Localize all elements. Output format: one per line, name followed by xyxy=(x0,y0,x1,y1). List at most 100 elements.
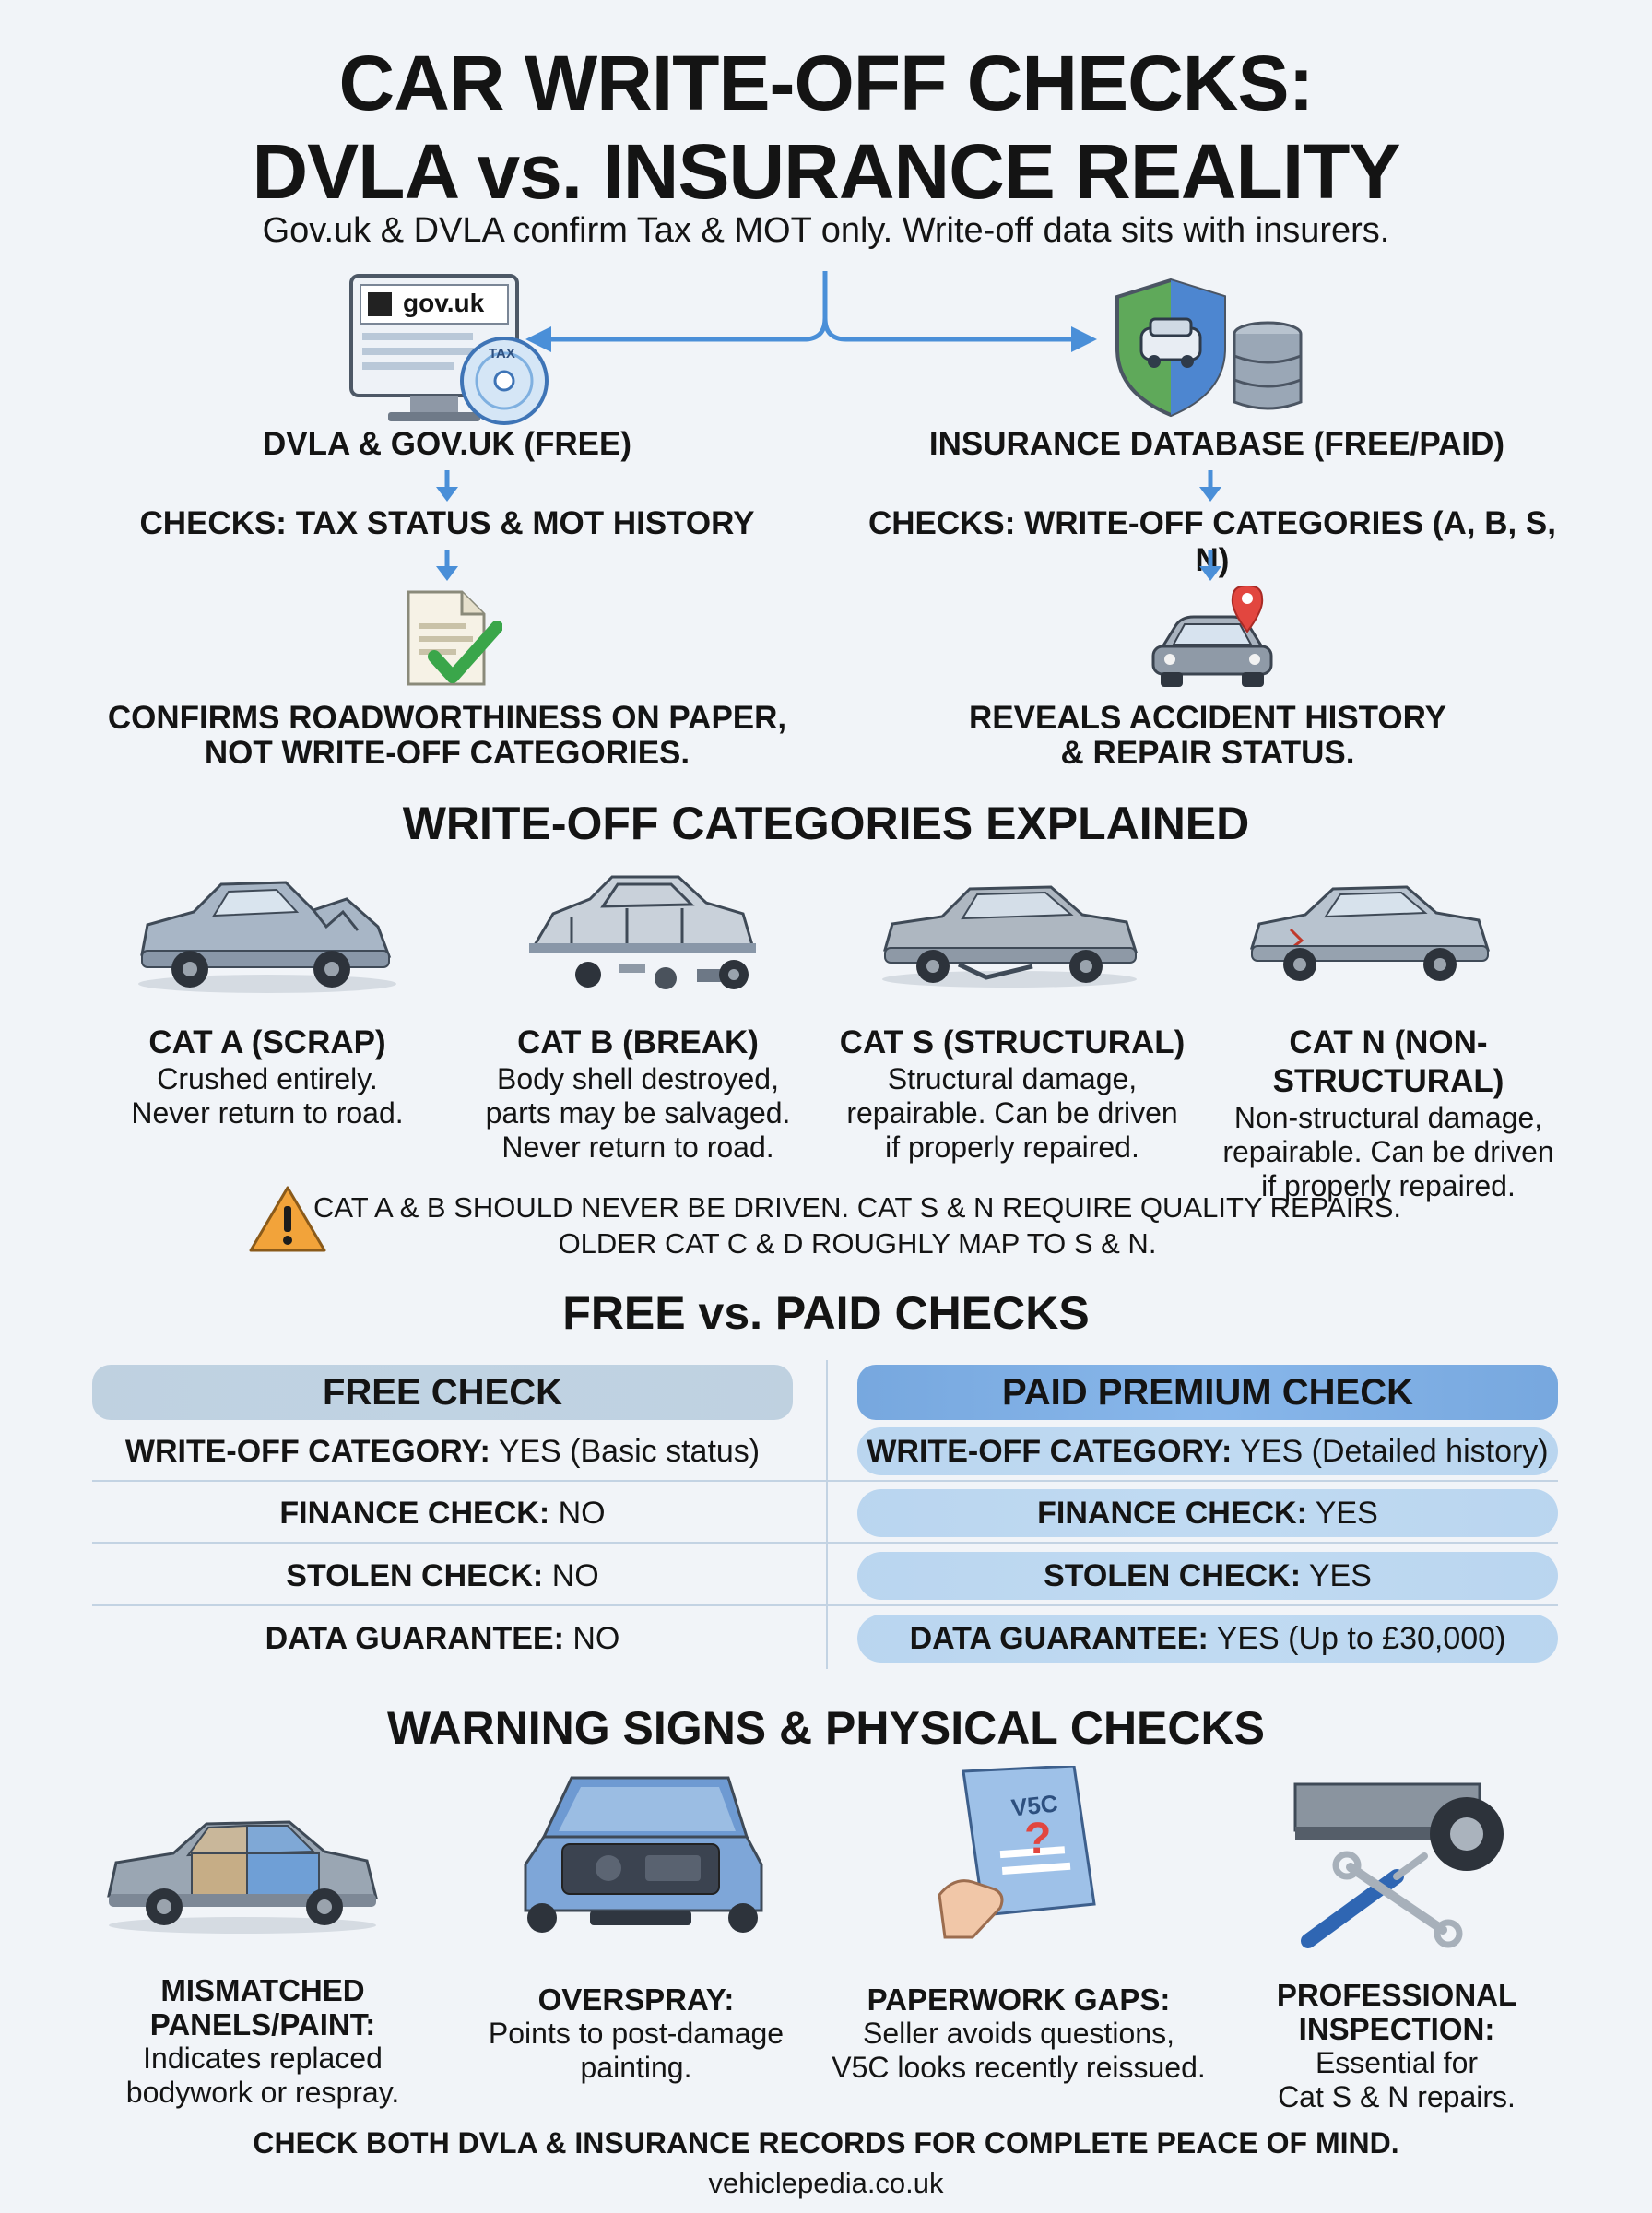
sign-title-line: PANELS/PAINT: xyxy=(149,2007,376,2041)
insurance-result-line-1: REVEALS ACCIDENT HISTORY xyxy=(969,700,1446,736)
question-mark-icon: ? xyxy=(1024,1815,1052,1864)
row-label: DATA GUARANTEE: xyxy=(909,1621,1209,1656)
category-desc-line: if properly repaired. xyxy=(885,1130,1139,1164)
insurance-result: REVEALS ACCIDENT HISTORY & REPAIR STATUS… xyxy=(885,701,1530,771)
row-label: WRITE-OFF CATEGORY: xyxy=(124,1434,490,1469)
row-label: FINANCE CHECK: xyxy=(279,1496,550,1531)
warning-line-2: OLDER CAT C & D ROUGHLY MAP TO S & N. xyxy=(558,1227,1157,1260)
down-arrow-icon xyxy=(436,550,458,581)
category-title: CAT A (SCRAP) xyxy=(148,1024,386,1060)
title-line-1: CAR WRITE-OFF CHECKS: xyxy=(338,40,1315,126)
warning-triangle-icon xyxy=(249,1186,326,1252)
row-label: STOLEN CHECK: xyxy=(1044,1558,1302,1593)
govuk-badge: gov.uk xyxy=(403,289,485,317)
down-arrow-icon xyxy=(1199,550,1221,581)
row-divider xyxy=(92,1480,1558,1482)
category-desc-line: parts may be salvaged. xyxy=(485,1096,791,1130)
structural-damage-car-illustration xyxy=(882,885,1139,988)
categories-warning: CAT A & B SHOULD NEVER BE DRIVEN. CAT S … xyxy=(304,1189,1410,1261)
warning-sign-mismatched: MISMATCHED PANELS/PAINT: Indicates repla… xyxy=(88,1973,438,2110)
paid-row-write-off: WRITE-OFF CATEGORY: YES (Detailed histor… xyxy=(857,1427,1558,1475)
dvla-result-line-2: NOT WRITE-OFF CATEGORIES. xyxy=(204,735,690,771)
footer-message: CHECK BOTH DVLA & INSURANCE RECORDS FOR … xyxy=(253,2126,1399,2160)
sign-desc-line: painting. xyxy=(580,2051,692,2084)
free-row-stolen: STOLEN CHECK: NO xyxy=(92,1552,793,1600)
category-title: CAT B (BREAK) xyxy=(517,1024,759,1060)
page-title: CAR WRITE-OFF CHECKS: DVLA vs. INSURANCE… xyxy=(0,39,1652,216)
sign-desc-line: bodywork or respray. xyxy=(125,2076,400,2109)
paid-check-header: PAID PREMIUM CHECK xyxy=(857,1365,1558,1420)
category-card-b: CAT B (BREAK) Body shell destroyed, part… xyxy=(454,1024,822,1165)
dvla-result: CONFIRMS ROADWORTHINESS ON PAPER, NOT WR… xyxy=(74,701,820,771)
warning-sign-paperwork: PAPERWORK GAPS: Seller avoids questions,… xyxy=(811,1982,1226,2085)
insurance-column-heading: INSURANCE DATABASE (FREE/PAID) xyxy=(928,426,1505,462)
dvla-result-line-1: CONFIRMS ROADWORTHINESS ON PAPER, xyxy=(107,700,787,736)
category-card-n: CAT N (NON-STRUCTURAL) Non-structural da… xyxy=(1186,1024,1591,1203)
sign-title-line: PAPERWORK GAPS: xyxy=(867,1982,1171,2017)
category-title: CAT N (NON-STRUCTURAL) xyxy=(1272,1024,1504,1099)
row-value: YES xyxy=(1308,1558,1372,1593)
sign-desc-line: V5C looks recently reissued. xyxy=(832,2051,1206,2084)
sign-desc-line: Indicates replaced xyxy=(143,2041,383,2075)
row-value: YES (Detailed history) xyxy=(1240,1434,1549,1469)
insurance-checks-step: CHECKS: WRITE-OFF CATEGORIES (A, B, S, N… xyxy=(867,505,1556,578)
govuk-computer-icon: gov.uk TAX xyxy=(346,272,558,429)
damaged-car-location-icon xyxy=(1151,586,1273,687)
document-checkmark-icon xyxy=(407,590,502,686)
sign-title-line: INSPECTION: xyxy=(1298,2012,1495,2046)
sign-desc-line: Points to post-damage xyxy=(488,2017,785,2050)
row-divider xyxy=(92,1604,1558,1606)
column-divider xyxy=(826,1360,828,1669)
insurance-result-line-2: & REPAIR STATUS. xyxy=(1060,735,1355,771)
row-label: FINANCE CHECK: xyxy=(1037,1496,1307,1531)
category-desc-line: repairable. Can be driven xyxy=(846,1096,1178,1130)
category-card-a: CAT A (SCRAP) Crushed entirely. Never re… xyxy=(83,1024,452,1130)
warning-line-1: CAT A & B SHOULD NEVER BE DRIVEN. CAT S … xyxy=(313,1191,1402,1224)
warning-signs-title: WARNING SIGNS & PHYSICAL CHECKS xyxy=(387,1702,1265,1754)
stripped-car-shell-illustration xyxy=(529,875,756,989)
row-label: WRITE-OFF CATEGORY: xyxy=(867,1434,1233,1469)
paid-row-guarantee: DATA GUARANTEE: YES (Up to £30,000) xyxy=(857,1615,1558,1663)
category-desc-line: repairable. Can be driven xyxy=(1222,1135,1554,1168)
row-value: NO xyxy=(572,1621,620,1656)
page-subtitle: Gov.uk & DVLA confirm Tax & MOT only. Wr… xyxy=(262,211,1390,250)
non-structural-damage-car-illustration xyxy=(1249,885,1491,981)
insurance-shield-database-icon xyxy=(1115,278,1303,418)
v5c-document-hand-illustration: V5C ? xyxy=(936,1766,1102,1941)
sign-desc-line: Cat S & N repairs. xyxy=(1278,2080,1516,2113)
dvla-column-heading: DVLA & GOV.UK (FREE) xyxy=(263,426,631,462)
paid-row-stolen: STOLEN CHECK: YES xyxy=(857,1552,1558,1600)
mismatched-paint-car-illustration xyxy=(107,1820,378,1934)
footer-url: vehiclepedia.co.uk xyxy=(708,2167,944,2199)
comparison-title: FREE vs. PAID CHECKS xyxy=(562,1287,1090,1339)
row-divider xyxy=(92,1542,1558,1544)
dvla-checks-step: CHECKS: TAX STATUS & MOT HISTORY xyxy=(139,505,755,541)
free-check-header: FREE CHECK xyxy=(92,1365,793,1420)
tax-disc-label: TAX xyxy=(489,346,515,361)
free-row-finance: FINANCE CHECK: NO xyxy=(92,1489,793,1537)
row-value: YES xyxy=(1315,1496,1378,1531)
category-card-s: CAT S (STRUCTURAL) Structural damage, re… xyxy=(828,1024,1197,1165)
sign-desc-line: Essential for xyxy=(1315,2046,1479,2079)
category-desc-line: Crushed entirely. xyxy=(157,1062,378,1095)
down-arrow-icon xyxy=(436,470,458,502)
free-row-guarantee: DATA GUARANTEE: NO xyxy=(92,1615,793,1663)
row-label: DATA GUARANTEE: xyxy=(265,1621,564,1656)
row-value: YES (Up to £30,000) xyxy=(1216,1621,1506,1656)
title-line-2: DVLA vs. INSURANCE REALITY xyxy=(252,128,1400,215)
paid-row-finance: FINANCE CHECK: YES xyxy=(857,1489,1558,1537)
category-desc-line: if properly repaired. xyxy=(1261,1169,1516,1202)
open-bonnet-engine-illustration xyxy=(524,1776,763,1933)
row-value: YES (Basic status) xyxy=(498,1434,761,1469)
sign-title-line: PROFESSIONAL xyxy=(1276,1978,1517,2012)
category-desc-line: Structural damage, xyxy=(887,1062,1138,1095)
down-arrow-icon xyxy=(1199,470,1221,502)
split-arrow-connector xyxy=(525,271,1097,352)
category-desc-line: Never return to road. xyxy=(131,1096,404,1130)
row-value: NO xyxy=(551,1558,599,1593)
warning-sign-inspection: PROFESSIONAL INSPECTION: Essential for C… xyxy=(1221,1978,1572,2114)
category-title: CAT S (STRUCTURAL) xyxy=(839,1024,1186,1060)
row-value: NO xyxy=(558,1496,606,1531)
row-label: STOLEN CHECK: xyxy=(286,1558,544,1593)
categories-title: WRITE-OFF CATEGORIES EXPLAINED xyxy=(402,798,1250,849)
